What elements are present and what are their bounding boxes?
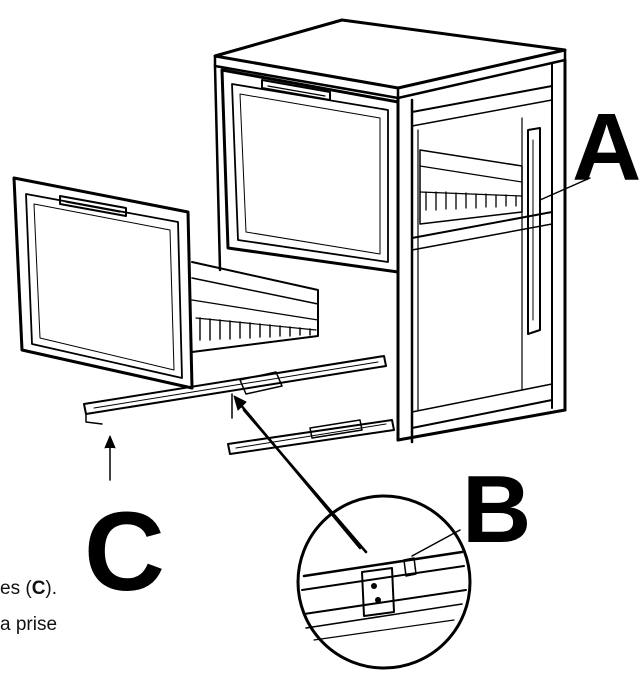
pointer-c bbox=[104, 435, 116, 481]
pointer-b bbox=[233, 395, 368, 554]
caption-line-1-prefix: es ( bbox=[0, 578, 32, 599]
caption-line-1-suffix: ). bbox=[45, 578, 58, 599]
rail-a bbox=[527, 127, 591, 335]
lower-basket-slots bbox=[199, 317, 311, 341]
slide-rails bbox=[83, 355, 395, 455]
cabinet bbox=[213, 18, 567, 444]
lower-drawer-front bbox=[12, 176, 194, 390]
callout-b: B bbox=[462, 456, 532, 563]
upper-basket-slots bbox=[425, 191, 517, 211]
callout-c: C bbox=[84, 489, 165, 614]
detail-inset-b bbox=[296, 494, 472, 670]
lower-drawer-basket bbox=[191, 261, 319, 353]
caption-line-2: a prise bbox=[0, 614, 58, 635]
caption-line-1-letter: C bbox=[31, 578, 46, 599]
upper-drawer bbox=[220, 68, 523, 274]
caption-line-1: es (C). bbox=[0, 578, 57, 600]
callout-a: A bbox=[572, 94, 642, 201]
